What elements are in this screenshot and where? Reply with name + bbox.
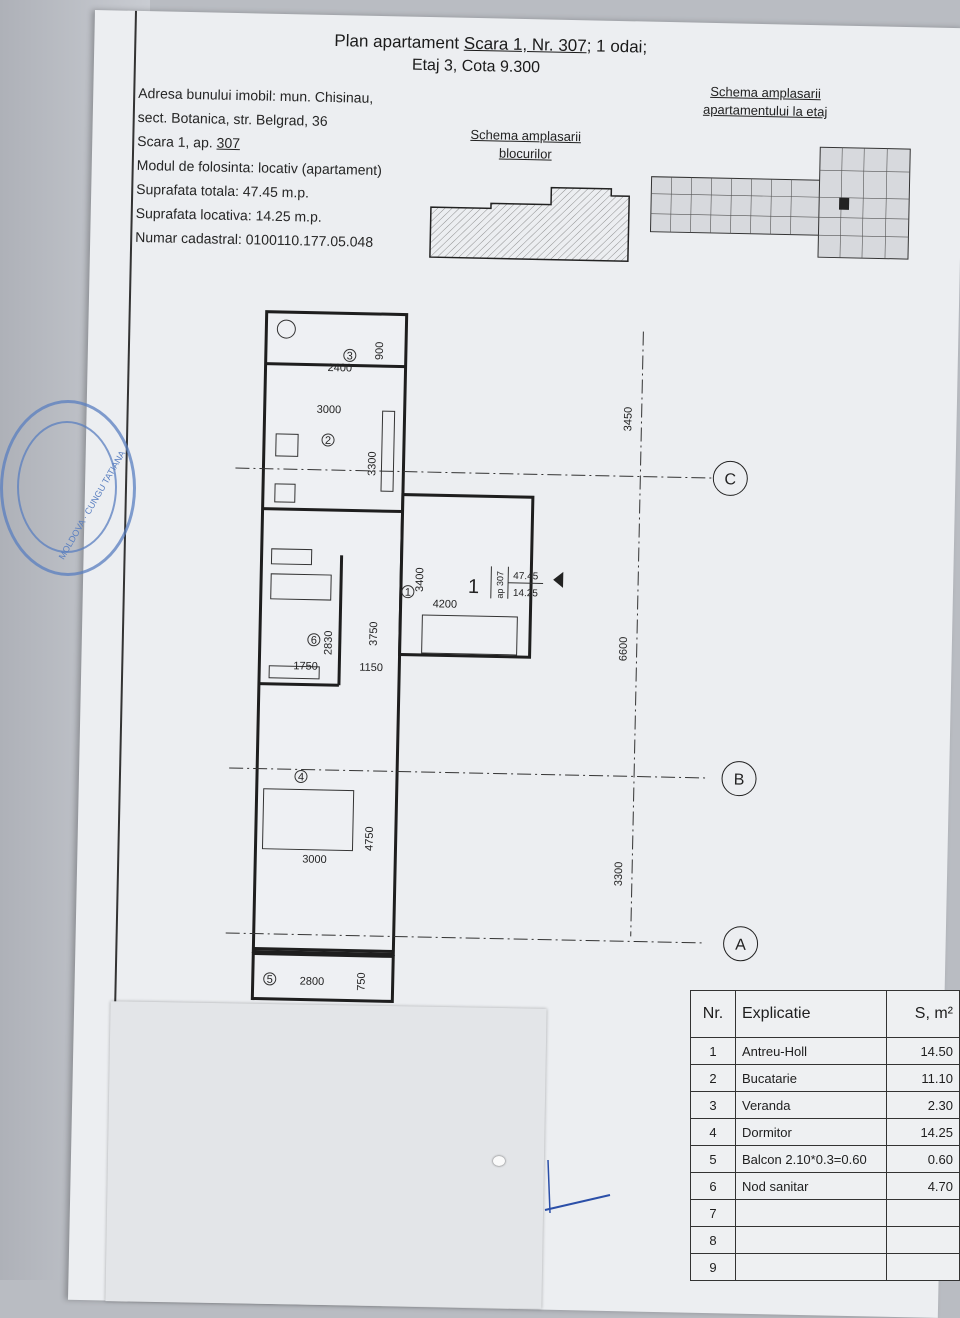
svg-text:1: 1 <box>405 587 411 599</box>
row-name <box>735 1199 887 1227</box>
svg-text:B: B <box>733 772 744 789</box>
row-nr: 2 <box>690 1064 736 1092</box>
row-nr: 3 <box>690 1091 736 1119</box>
dim-3400: 3400 <box>414 567 427 592</box>
dim-3000-bedroom: 3000 <box>302 854 327 867</box>
row-area <box>886 1226 960 1254</box>
room-1-label: 1 <box>401 585 415 599</box>
table-row: 8 <box>690 1226 960 1254</box>
row-nr: 5 <box>690 1145 736 1173</box>
svg-text:A: A <box>735 937 746 954</box>
row-nr: 1 <box>690 1037 736 1065</box>
dim-900: 900 <box>374 342 386 361</box>
row-nr: 6 <box>690 1172 736 1200</box>
axis-c-marker: C <box>712 460 748 496</box>
grid-axis-lines <box>225 331 716 944</box>
dim-2830: 2830 <box>323 630 336 655</box>
notary-stamp <box>0 400 136 576</box>
entrance-arrow-icon <box>553 571 564 588</box>
svg-text:4: 4 <box>298 771 304 783</box>
row-name: Nod sanitar <box>735 1172 887 1200</box>
row-name: Veranda <box>735 1091 887 1119</box>
svg-text:2: 2 <box>325 435 331 447</box>
dim-4750: 4750 <box>363 826 376 851</box>
badge-living-area: 14.25 <box>513 588 539 600</box>
row-area <box>886 1253 960 1281</box>
row-area: 2.30 <box>886 1091 960 1119</box>
floor-plan-drawing: 3 2 1 6 4 5 2400 900 3000 3300 3450 3400… <box>225 146 911 1003</box>
apartment-badge: 1 ap 307 47.45 14.25 <box>468 566 564 600</box>
row-name: Balcon 2.10*0.3=0.60 <box>735 1145 887 1173</box>
staple-pin-icon <box>493 1156 505 1166</box>
svg-text:5: 5 <box>267 974 273 986</box>
dim-3300-axis: 3300 <box>613 862 626 887</box>
cover-paper <box>105 1001 547 1309</box>
room-2-label: 2 <box>321 433 335 447</box>
dim-3450: 3450 <box>622 407 635 432</box>
legend-header-row: Nr. Explicatie S, m² <box>690 990 960 1038</box>
badge-total-area: 47.45 <box>513 571 539 583</box>
dim-3750: 3750 <box>368 621 381 646</box>
row-area: 14.50 <box>886 1037 960 1065</box>
row-nr: 4 <box>690 1118 736 1146</box>
svg-text:C: C <box>724 471 736 488</box>
fixtures <box>261 319 518 852</box>
row-nr: 7 <box>690 1199 736 1227</box>
dim-3000-kitchen: 3000 <box>317 404 342 417</box>
row-name: Dormitor <box>735 1118 887 1146</box>
dim-1750: 1750 <box>293 660 318 673</box>
dim-3300-kitchen: 3300 <box>366 451 379 476</box>
room-6-label: 6 <box>307 633 321 647</box>
room-numbers: 3 2 1 6 4 5 <box>263 348 415 986</box>
badge-apartment-index: 1 <box>468 576 480 598</box>
table-row: 7 <box>690 1199 960 1227</box>
axis-markers: C B A <box>712 460 759 962</box>
row-area: 11.10 <box>886 1064 960 1092</box>
legend-header-nr: Nr. <box>690 990 736 1038</box>
dim-6600: 6600 <box>617 637 630 662</box>
svg-text:3: 3 <box>347 350 353 362</box>
axis-b-marker: B <box>721 761 757 797</box>
legend-header-explicatie: Explicatie <box>735 990 887 1038</box>
apartment-walls <box>250 310 535 1003</box>
row-area: 0.60 <box>886 1145 960 1173</box>
table-row: 9 <box>690 1253 960 1281</box>
pen-mark-icon <box>544 1159 611 1214</box>
dim-750: 750 <box>356 972 368 991</box>
row-nr: 9 <box>690 1253 736 1281</box>
blocks-scheme-diagram <box>429 186 630 262</box>
row-area: 4.70 <box>886 1172 960 1200</box>
stamp-inner-ring <box>17 421 117 553</box>
badge-apartment-number: ap 307 <box>495 571 506 599</box>
legend-header-area: S, m² <box>886 990 960 1038</box>
dimension-labels: 2400 900 3000 3300 3450 3400 4200 3750 6… <box>293 342 635 991</box>
svg-text:6: 6 <box>311 635 317 647</box>
floor-location-diagram <box>649 146 911 260</box>
axis-a-marker: A <box>723 926 759 962</box>
dim-2800: 2800 <box>300 976 325 989</box>
dim-2400: 2400 <box>327 362 352 375</box>
row-name <box>735 1253 887 1281</box>
document-sheet: Plan apartament Scara 1, Nr. 307; 1 odai… <box>67 10 960 1318</box>
room-4-label: 4 <box>294 769 308 784</box>
row-area: 14.25 <box>886 1118 960 1146</box>
row-name: Bucatarie <box>735 1064 887 1092</box>
room-3-label: 3 <box>343 348 357 362</box>
room-5-label: 5 <box>263 972 277 986</box>
row-nr: 8 <box>690 1226 736 1254</box>
row-name <box>735 1226 887 1254</box>
dim-1150: 1150 <box>359 662 383 674</box>
row-area <box>886 1199 960 1227</box>
dim-4200: 4200 <box>433 598 458 611</box>
row-name: Antreu-Holl <box>735 1037 887 1065</box>
